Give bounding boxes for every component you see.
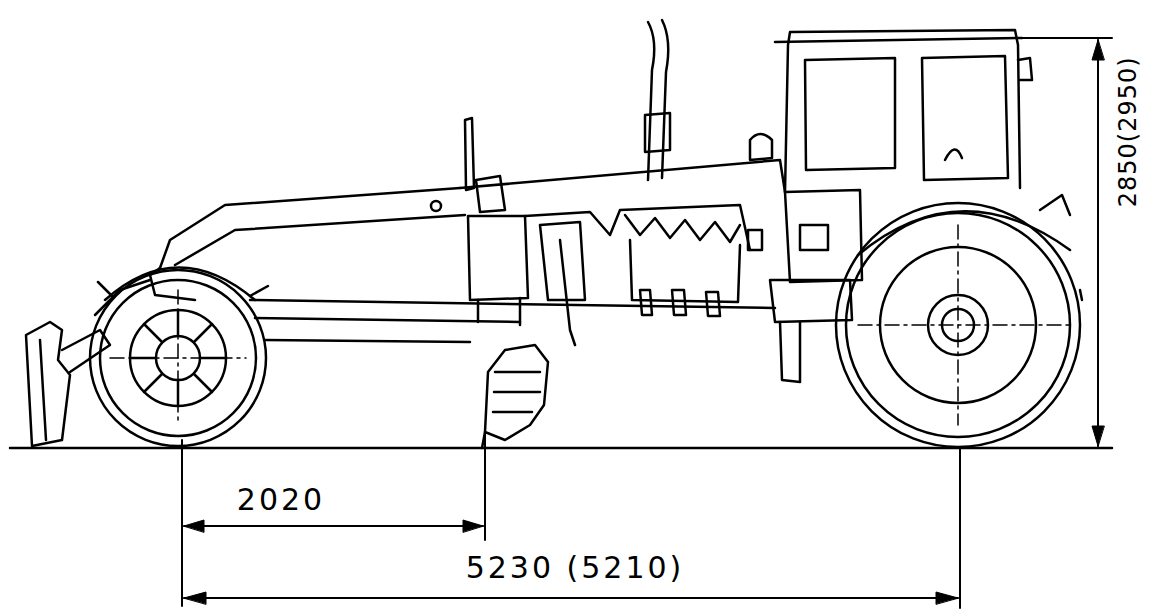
cab-part xyxy=(1018,58,1032,80)
exhaust-pipe-part xyxy=(648,22,654,180)
front-blade-part xyxy=(26,322,70,446)
blade-column-part xyxy=(478,298,520,325)
blade-column-part xyxy=(468,216,528,300)
dimension-lines-part xyxy=(184,525,483,527)
exhaust-pipe xyxy=(645,20,670,180)
engine xyxy=(625,134,772,316)
cab-part xyxy=(922,56,1008,180)
dimension-label: 5230 (5210) xyxy=(464,551,687,586)
dimension-arrows-part xyxy=(184,592,206,604)
dimension-arrows-part xyxy=(184,520,204,532)
main-frame-part xyxy=(150,268,195,300)
centre-line-part xyxy=(110,357,246,359)
dimension-lines xyxy=(182,38,1112,608)
front-blade-part xyxy=(40,340,46,440)
centre-line-part xyxy=(177,290,179,420)
dimension-lines-part xyxy=(181,440,183,606)
grader-blade-part xyxy=(493,372,540,412)
rear-wheel-part xyxy=(1080,290,1082,300)
dimension-arrows-part xyxy=(936,592,958,604)
rear-wheel-part xyxy=(846,213,1070,437)
dimension-label: 2850(2950) xyxy=(1114,55,1142,210)
hood xyxy=(460,160,785,345)
cab-part xyxy=(805,58,895,170)
dimension-arrows-part xyxy=(1092,40,1104,60)
cab xyxy=(770,30,1032,382)
dimension-arrows xyxy=(184,40,1104,604)
dimension-lines-part xyxy=(184,597,958,599)
cab-part xyxy=(775,38,1022,42)
front-wheel-part xyxy=(98,282,268,296)
grader-blade-part xyxy=(485,345,548,440)
front-wheel-part xyxy=(90,270,266,446)
centre-line xyxy=(110,225,1070,425)
dimension-lines-part xyxy=(959,448,961,608)
engine-part xyxy=(640,290,720,316)
dimension-label: 2020 xyxy=(235,483,327,518)
exhaust-pipe-part xyxy=(645,113,670,152)
cab-part xyxy=(770,280,852,322)
main-frame-part xyxy=(160,188,460,268)
hood-part xyxy=(525,205,750,250)
exhaust-pipe-part xyxy=(662,20,668,178)
rear-wheel-part xyxy=(836,203,1080,447)
engine-part xyxy=(625,215,740,242)
front-wheel xyxy=(90,268,268,447)
rear-wheel-part xyxy=(1040,195,1070,215)
cab-part xyxy=(780,322,800,382)
engine-part xyxy=(750,134,772,160)
hood-part xyxy=(460,160,785,192)
centre-line-part xyxy=(858,324,1070,326)
dimension-arrows-part xyxy=(1092,426,1104,446)
front-wheel-part xyxy=(105,268,255,301)
hood-part xyxy=(560,240,575,345)
dimension-arrows-part xyxy=(463,520,483,532)
blade-column xyxy=(465,118,528,325)
main-frame-part xyxy=(265,340,470,342)
cab-part xyxy=(785,30,1020,192)
rear-wheel xyxy=(836,195,1082,447)
main-frame-part xyxy=(431,201,441,211)
front-wheel-part xyxy=(100,280,256,436)
rear-wheel-part xyxy=(858,211,1070,255)
dimension-lines-part xyxy=(1010,37,1112,39)
dimension-lines-part xyxy=(1097,40,1099,446)
main-frame xyxy=(150,188,775,342)
main-frame-part xyxy=(175,215,465,265)
blade-column-part xyxy=(465,118,474,190)
blade-column-part xyxy=(476,176,505,212)
main-frame-part xyxy=(255,318,520,322)
dimension-lines-part xyxy=(484,430,486,540)
cab-part xyxy=(945,149,962,160)
grader-blade xyxy=(482,345,548,448)
engine-part xyxy=(748,230,762,250)
cab-part xyxy=(800,225,828,250)
